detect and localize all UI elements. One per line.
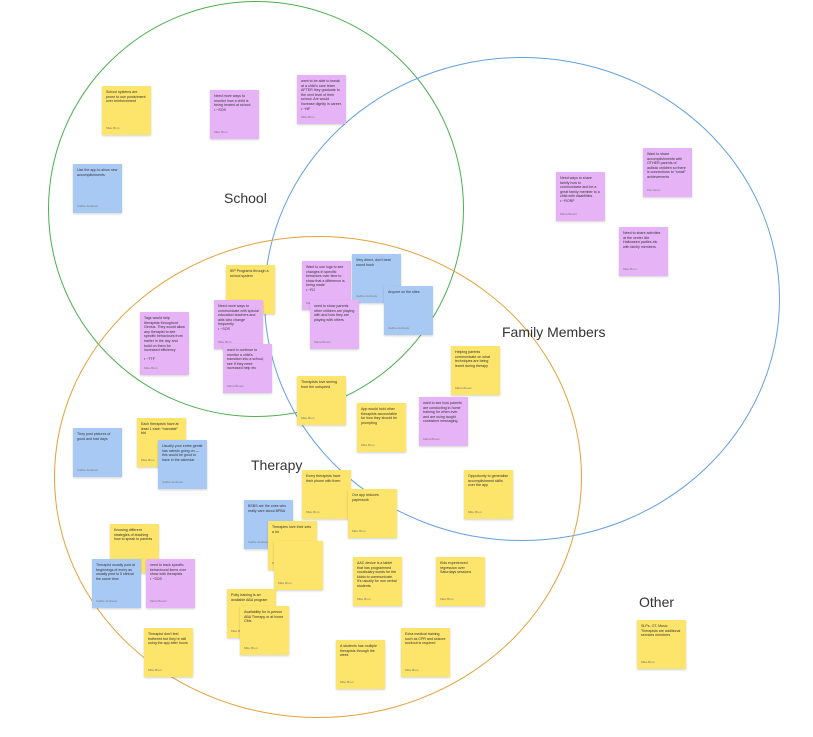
sticky-note[interactable]: Kids experienced regression over Saturda… xyxy=(436,557,485,606)
family-members-label: Family Members xyxy=(502,324,606,340)
sticky-note[interactable]: need to show parents other children are … xyxy=(310,300,359,349)
sticky-note[interactable]: SLPs, OT, Music Therapists are additiona… xyxy=(637,620,686,669)
sticky-note[interactable]: Therapist usually post at beginnings of … xyxy=(92,559,141,608)
sticky-note[interactable]: Want to share accomplishments with OTHER… xyxy=(643,148,692,197)
sticky-note[interactable]: need to track specific behavioural items… xyxy=(146,559,195,608)
sticky-note[interactable]: AAC device is a tablet that has programm… xyxy=(353,557,402,606)
sticky-note[interactable]: Opportunity to generalise accomplishment… xyxy=(464,470,513,519)
sticky-note[interactable]: Use the app to show new accomplishments … xyxy=(73,164,122,213)
sticky-note[interactable]: App would hold other therapists accounta… xyxy=(357,403,406,452)
sticky-note[interactable]: Need to share activities at the center l… xyxy=(619,227,668,276)
sticky-note[interactable]: Mike Brun xyxy=(274,541,323,590)
sticky-note[interactable]: Need more ways to monitor how a child is… xyxy=(210,90,259,139)
sticky-note[interactable]: Need more ways to communicate with speci… xyxy=(214,300,263,349)
sticky-note[interactable]: Therapist don't feel bothered but they'r… xyxy=(144,628,193,677)
sticky-note[interactable]: Need ways to share family how to communi… xyxy=(556,172,605,221)
sticky-note[interactable]: Every therapists have their phone with t… xyxy=(302,470,351,519)
sticky-note[interactable]: want to see how parents are conducting i… xyxy=(419,397,468,446)
sticky-note[interactable]: Our app reduces paperwork Mike Brun xyxy=(348,489,397,538)
sticky-note[interactable]: They post pictures of good and bad days … xyxy=(73,428,122,477)
sticky-note[interactable]: Helping parents communicate on what tech… xyxy=(451,346,500,395)
school-label: School xyxy=(224,190,267,206)
sticky-note[interactable]: Usually your entire gentle has ratesto g… xyxy=(158,440,207,489)
sticky-note[interactable]: Anyone on the sites Cathie Andrews xyxy=(384,286,433,335)
other-label: Other xyxy=(639,594,675,610)
therapy-label: Therapy xyxy=(251,457,303,473)
sticky-note[interactable]: want to be able to tweak at a child's ca… xyxy=(297,75,346,124)
sticky-note[interactable]: A students has multiple therapists throu… xyxy=(336,640,385,689)
sticky-note[interactable]: School systems are prone to use punishme… xyxy=(102,86,151,135)
sticky-note[interactable]: Therapists love seeing from the outspeed… xyxy=(297,376,346,425)
sticky-note[interactable]: Extra medical training such as CPR and s… xyxy=(401,628,450,677)
therapy-circle xyxy=(54,236,582,718)
sticky-note[interactable]: Tags would help therapists throughout Ge… xyxy=(140,312,189,375)
sticky-note[interactable]: Availability for in-person ABA Therapy o… xyxy=(240,606,289,655)
sticky-note[interactable]: want to continue to monitor a child's tr… xyxy=(223,344,272,393)
